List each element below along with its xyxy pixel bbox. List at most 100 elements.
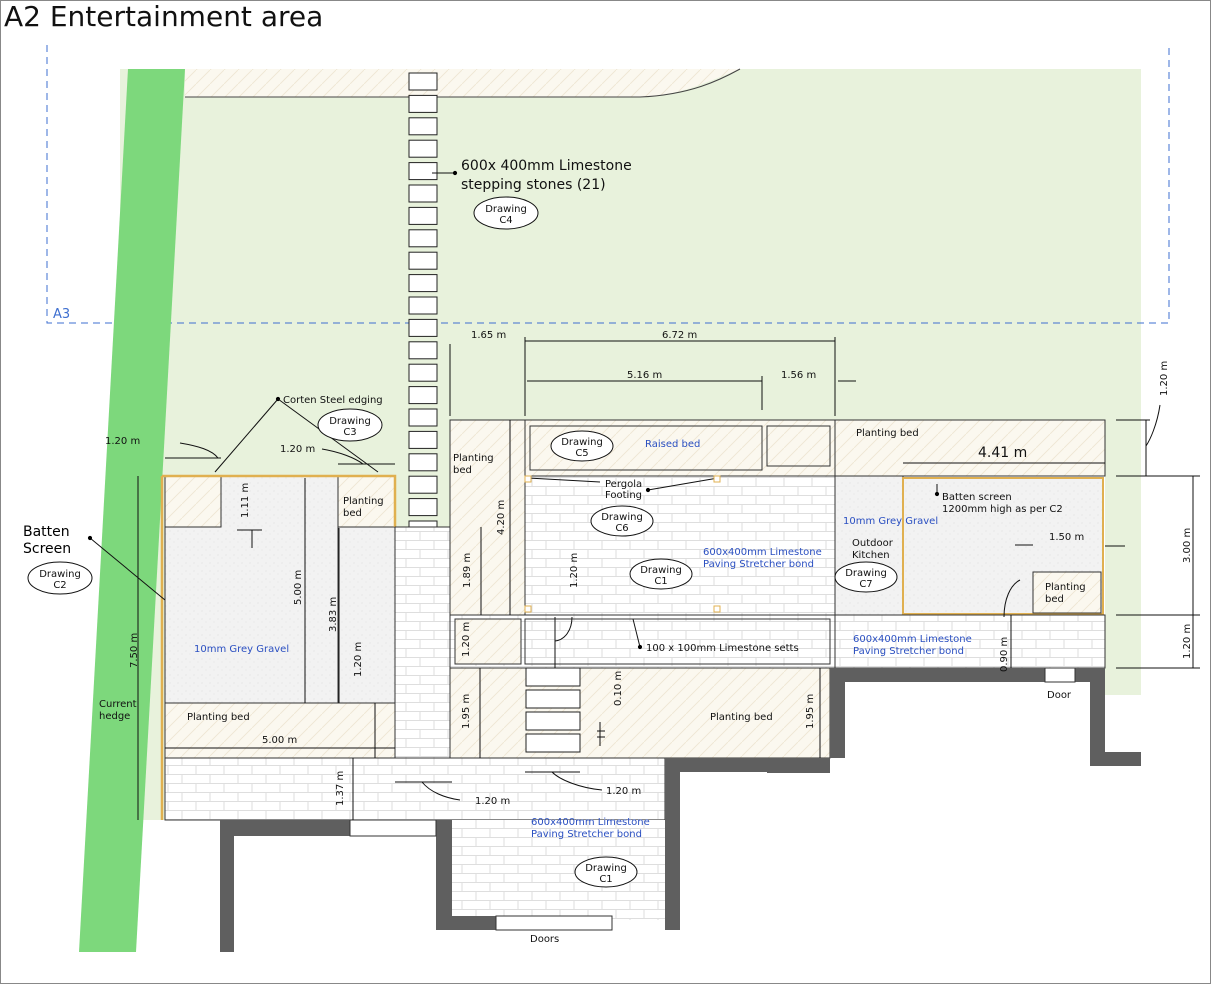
current-hedge-label-2: hedge <box>99 711 130 722</box>
step-blocks <box>525 667 581 753</box>
stepping-stone <box>408 117 438 136</box>
door-right <box>1044 667 1076 683</box>
dim-5-00-horizontal: 5.00 m <box>262 735 297 746</box>
dim-1-95-right: 1.95 m <box>805 694 816 729</box>
dim-0-10: 0.10 m <box>613 671 624 706</box>
doors-label: Doors <box>530 934 559 945</box>
door-label: Door <box>1047 690 1072 701</box>
dim-1-20-top: 1.20 m <box>280 444 315 455</box>
dim-1-20-pergola: 1.20 m <box>569 553 580 588</box>
stepping-stone <box>408 408 438 427</box>
lawn-area <box>120 69 1141 820</box>
pergola-footings <box>524 475 721 613</box>
paving-right-label-2: Paving Stretcher bond <box>853 646 964 657</box>
house-window <box>349 819 437 837</box>
drawing-callouts <box>27 196 898 888</box>
drawing-c4-ellipse <box>473 196 539 230</box>
dim-1-95-left: 1.95 m <box>461 694 472 729</box>
paving-right-band <box>834 614 1106 669</box>
stepping-stone <box>408 475 438 494</box>
c5-code: C5 <box>575 448 588 459</box>
stepping-stone <box>408 251 438 270</box>
corten-edging <box>160 474 397 820</box>
batten-screen-label-2: Screen <box>23 541 71 557</box>
planting-bed-small-label-2: bed <box>1045 594 1064 605</box>
c7-word: Drawing <box>845 568 887 579</box>
c1-word-lower: Drawing <box>585 863 627 874</box>
dim-1-50: 1.50 m <box>1049 532 1084 543</box>
gravel-right-label: 10mm Grey Gravel <box>843 516 938 527</box>
planting-bed-centre-label-2: bed <box>453 465 472 476</box>
dim-5-00-vertical: 5.00 m <box>293 570 304 605</box>
current-hedge <box>79 69 185 952</box>
drawing-callout-text: Drawing C4 Drawing C3 Drawing C2 Drawing… <box>39 204 887 885</box>
stepping-stone <box>408 184 438 203</box>
page-title: A2 Entertainment area <box>4 0 324 33</box>
dim-1-89: 1.89 m <box>462 553 473 588</box>
stepping-stone <box>408 341 438 360</box>
dim-3-83: 3.83 m <box>328 597 339 632</box>
dim-0-90: 0.90 m <box>999 637 1010 672</box>
area-label-a3: A3 <box>53 307 70 322</box>
pergola-label-1: Pergola <box>605 479 642 490</box>
c6-code: C6 <box>615 523 628 534</box>
raised-bed-box <box>766 425 831 467</box>
paving-upper-label-2: Paving Stretcher bond <box>703 559 814 570</box>
stepping-stone <box>408 229 438 248</box>
drawing-c1-ellipse-lower <box>574 856 638 888</box>
planting-bed-top-left-label-2: bed <box>343 508 362 519</box>
stepping-stone <box>408 296 438 315</box>
c1-word-upper: Drawing <box>640 565 682 576</box>
stepping-stone <box>408 274 438 293</box>
c3-word: Drawing <box>329 416 371 427</box>
stepping-stone <box>408 72 438 91</box>
c3-code: C3 <box>343 427 356 438</box>
c1-code-lower: C1 <box>599 874 612 885</box>
stepping-stone <box>408 363 438 382</box>
drawing-c2-ellipse <box>27 561 93 595</box>
c6-word: Drawing <box>601 512 643 523</box>
stepping-stones-label-1: 600x 400mm Limestone <box>461 158 632 174</box>
stepping-stone <box>408 162 438 181</box>
paving-right-label-1: 600x400mm Limestone <box>853 634 972 645</box>
c7-code: C7 <box>859 579 872 590</box>
stepping-stone <box>408 318 438 337</box>
dim-1-20-bottom-centre: 1.20 m <box>606 786 641 797</box>
drawing-c5-ellipse <box>550 430 614 462</box>
setts-box <box>454 618 522 665</box>
dim-4-20: 4.20 m <box>496 500 507 535</box>
setts-label: 100 x 100mm Limestone setts <box>646 643 799 654</box>
dim-1-20-right-bottom: 1.20 m <box>1182 624 1193 659</box>
gravel-left-label: 10mm Grey Gravel <box>194 644 289 655</box>
outdoor-kitchen-label-2: Kitchen <box>852 550 890 561</box>
c1-code-upper: C1 <box>654 576 667 587</box>
stepping-stones <box>408 72 438 539</box>
area-boundary-a3 <box>46 45 1170 324</box>
stepping-stone <box>408 453 438 472</box>
dim-1-20-gravel: 1.20 m <box>353 642 364 677</box>
dim-7-50: 7.50 m <box>129 633 140 668</box>
dim-6-72: 6.72 m <box>662 330 697 341</box>
stepping-stones-label-2: stepping stones (21) <box>461 177 606 193</box>
dim-1-20-setts: 1.20 m <box>461 622 472 657</box>
planting-bed-bottom-centre <box>449 667 831 759</box>
planting-bed-top-right <box>834 419 1106 477</box>
c4-code: C4 <box>499 215 512 226</box>
paving-lower-label-1: 600x400mm Limestone <box>531 817 650 828</box>
batten-c2-label-2: 1200mm high as per C2 <box>942 504 1063 515</box>
planting-bed-bottom-left-label: Planting bed <box>187 712 250 723</box>
drawing-c7-ellipse <box>834 561 898 593</box>
outdoor-kitchen-label-1: Outdoor <box>852 538 894 549</box>
paving-bottom-band <box>164 757 666 821</box>
planting-bed-bottom-centre-label: Planting bed <box>710 712 773 723</box>
dim-1-56: 1.56 m <box>781 370 816 381</box>
dim-1-65: 1.65 m <box>471 330 506 341</box>
drawing-c3-ellipse <box>317 408 383 442</box>
pergola-paving <box>524 475 836 616</box>
dimension-lines <box>137 337 1200 820</box>
dim-1-20-left: 1.20 m <box>105 436 140 447</box>
batten-screen-label-1: Batten <box>23 524 70 540</box>
c2-code: C2 <box>53 580 66 591</box>
setts-strip <box>524 618 831 665</box>
